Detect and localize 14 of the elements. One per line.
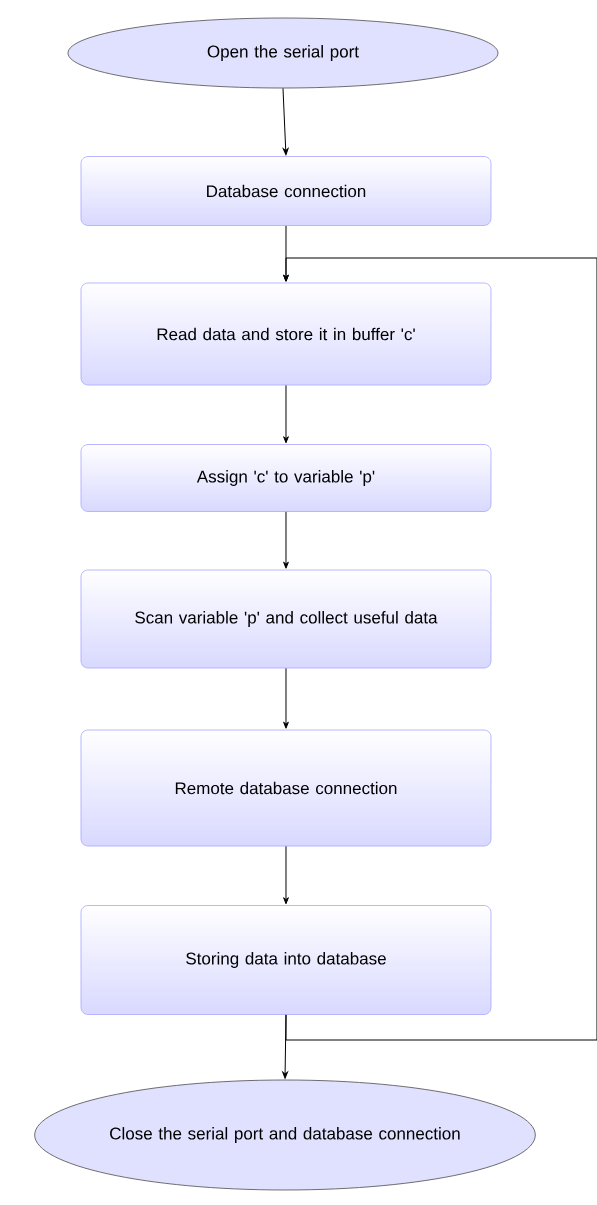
arrow: [283, 257, 597, 1041]
arrow: [283, 845, 289, 905]
oval-terminal: Open the serial port: [67, 17, 499, 89]
process-box: Database connection: [80, 156, 492, 226]
arrow: [283, 511, 289, 569]
process-box: Scan variable 'p' and collect useful data: [80, 569, 492, 669]
arrow: [282, 87, 289, 156]
process-box: Read data and store it in buffer 'c': [80, 282, 492, 386]
process-box: Assign 'c' to variable 'p': [80, 444, 492, 512]
process-box: Remote database connection: [80, 729, 492, 847]
arrow: [283, 384, 289, 444]
process-box: Storing data into database: [80, 905, 492, 1015]
arrow: [283, 667, 289, 729]
oval-terminal: Close the serial port and database connection: [34, 1079, 536, 1191]
